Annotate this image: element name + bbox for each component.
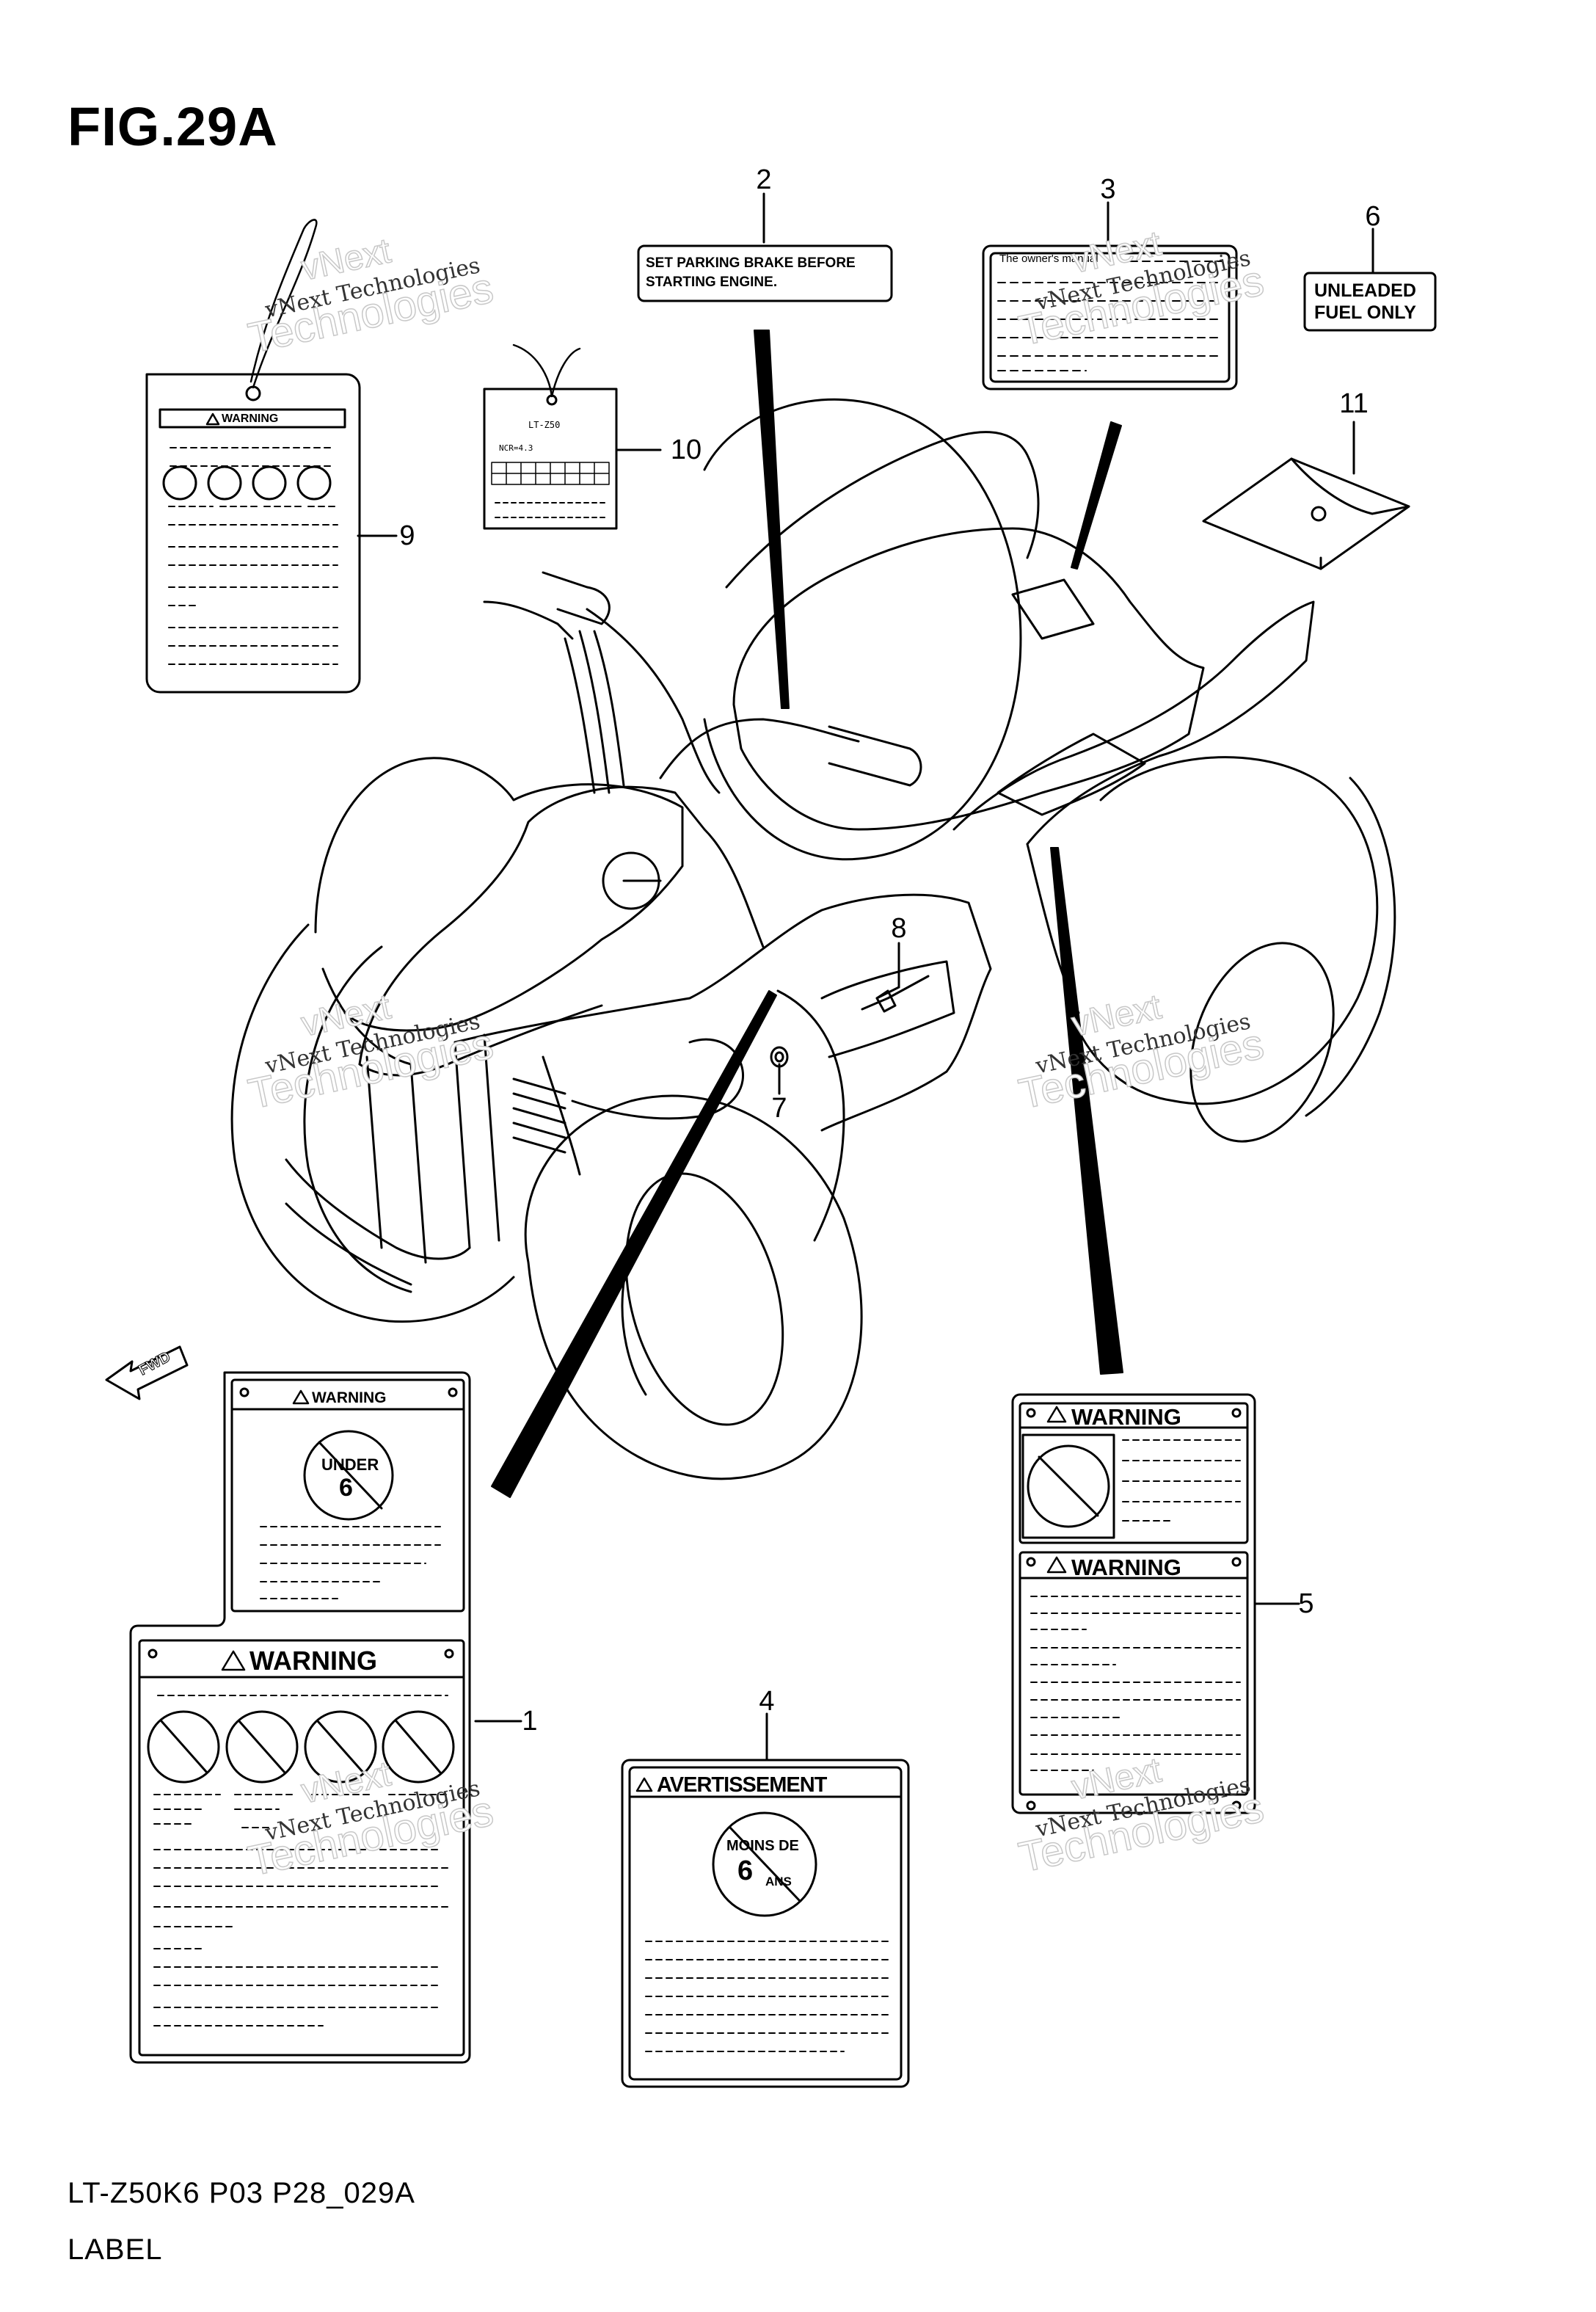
handlebar-right-grip [828, 725, 922, 787]
callout-10: 10 [670, 435, 702, 465]
side-panel [453, 893, 992, 1132]
tag10-spec: NCR=4.3 [499, 443, 533, 453]
parking-label-line2: STARTING ENGINE. [646, 275, 778, 290]
callout-5: 5 [1298, 1588, 1314, 1619]
frame-bars [365, 1033, 500, 1264]
avert-line1: MOINS DE [726, 1838, 799, 1854]
front-tire-left-inner [303, 945, 412, 1293]
rear-tire-left [703, 398, 1022, 861]
nose [358, 1004, 603, 1077]
label5-bottom-warning: WARNING [1071, 1555, 1181, 1580]
front-fender-lower [321, 967, 412, 1066]
under6-line1: UNDER [321, 1455, 379, 1474]
avert-line2: 6 [737, 1855, 754, 1886]
fwd-arrow-icon [105, 1345, 189, 1400]
front-fender [314, 757, 684, 1032]
label-part5-frame [1011, 1393, 1256, 1814]
handlebar-left-grip [542, 571, 611, 625]
front-hub-right [624, 1172, 784, 1426]
callout-9: 9 [399, 520, 415, 551]
callout-4: 4 [759, 1686, 775, 1717]
label-part6-frame [1303, 272, 1437, 332]
hood [358, 785, 765, 1066]
callout-1: 1 [522, 1706, 538, 1737]
callout-6: 6 [1365, 201, 1381, 232]
rear-label-area [996, 733, 1146, 816]
rear-tire-right-outer [1305, 777, 1396, 1117]
seat [732, 527, 1205, 831]
fuel-label-line2: FUEL ONLY [1314, 302, 1416, 323]
rear-hub-right [1189, 942, 1335, 1143]
parking-label-line1: SET PARKING BRAKE BEFORE [646, 255, 856, 271]
label-part4-frame [621, 1759, 910, 2088]
avert-title: AVERTISSEMENT [657, 1773, 827, 1797]
seat-label-area [1011, 578, 1095, 640]
seat-top [725, 431, 1040, 589]
pointer-wedges [491, 330, 1123, 1498]
callout-3: 3 [1100, 174, 1116, 205]
cables [564, 630, 625, 794]
footrest [820, 960, 955, 1058]
brake-lever [483, 600, 574, 640]
lower-frame [571, 1038, 745, 1120]
tag-part9 [145, 219, 361, 694]
callout-11: 11 [1339, 388, 1369, 419]
avert-line3: ANS [765, 1875, 792, 1889]
front-bumper [285, 1158, 471, 1286]
callout-7: 7 [771, 1093, 787, 1124]
front-tire-right [524, 1094, 863, 1480]
rear-fender [952, 600, 1315, 846]
tag10-model: LT-Z50 [528, 420, 561, 430]
grommet-part7 [770, 1046, 789, 1068]
atv-outline [230, 398, 1396, 1480]
under6-line2: 6 [339, 1474, 353, 1502]
front-fender-arch [776, 989, 845, 1242]
suspension-spring [512, 1055, 581, 1176]
handlebar [586, 608, 721, 794]
label-part1-frame [129, 1371, 471, 2064]
leader-lines [357, 192, 1374, 1762]
pin-part8 [861, 975, 930, 1013]
callout-8: 8 [891, 913, 907, 944]
label1-top-warning: WARNING [312, 1389, 387, 1406]
footer-code: LT-Z50K6 P03 P28_029A [68, 2177, 415, 2209]
label5-top-warning: WARNING [1071, 1404, 1181, 1430]
rear-tire-right [1070, 756, 1379, 1105]
label1-main-warning: WARNING [249, 1646, 377, 1676]
pouch-part11 [1202, 457, 1410, 570]
label-part3-frame [982, 244, 1238, 390]
tag9-warning: WARNING [222, 412, 279, 425]
warning-triangle-icons [205, 412, 1067, 1792]
front-tire-left [230, 923, 515, 1323]
footer-name: LABEL [68, 2233, 163, 2266]
tag-part10 [483, 343, 618, 530]
fuel-label-line1: UNLEADED [1314, 280, 1416, 301]
label-part2-frame [637, 244, 893, 302]
handlebar-right [659, 718, 860, 779]
figure-title: FIG.29A [68, 96, 278, 157]
callout-2: 2 [756, 164, 772, 195]
manual-label-text: The owner's manual [999, 252, 1098, 265]
